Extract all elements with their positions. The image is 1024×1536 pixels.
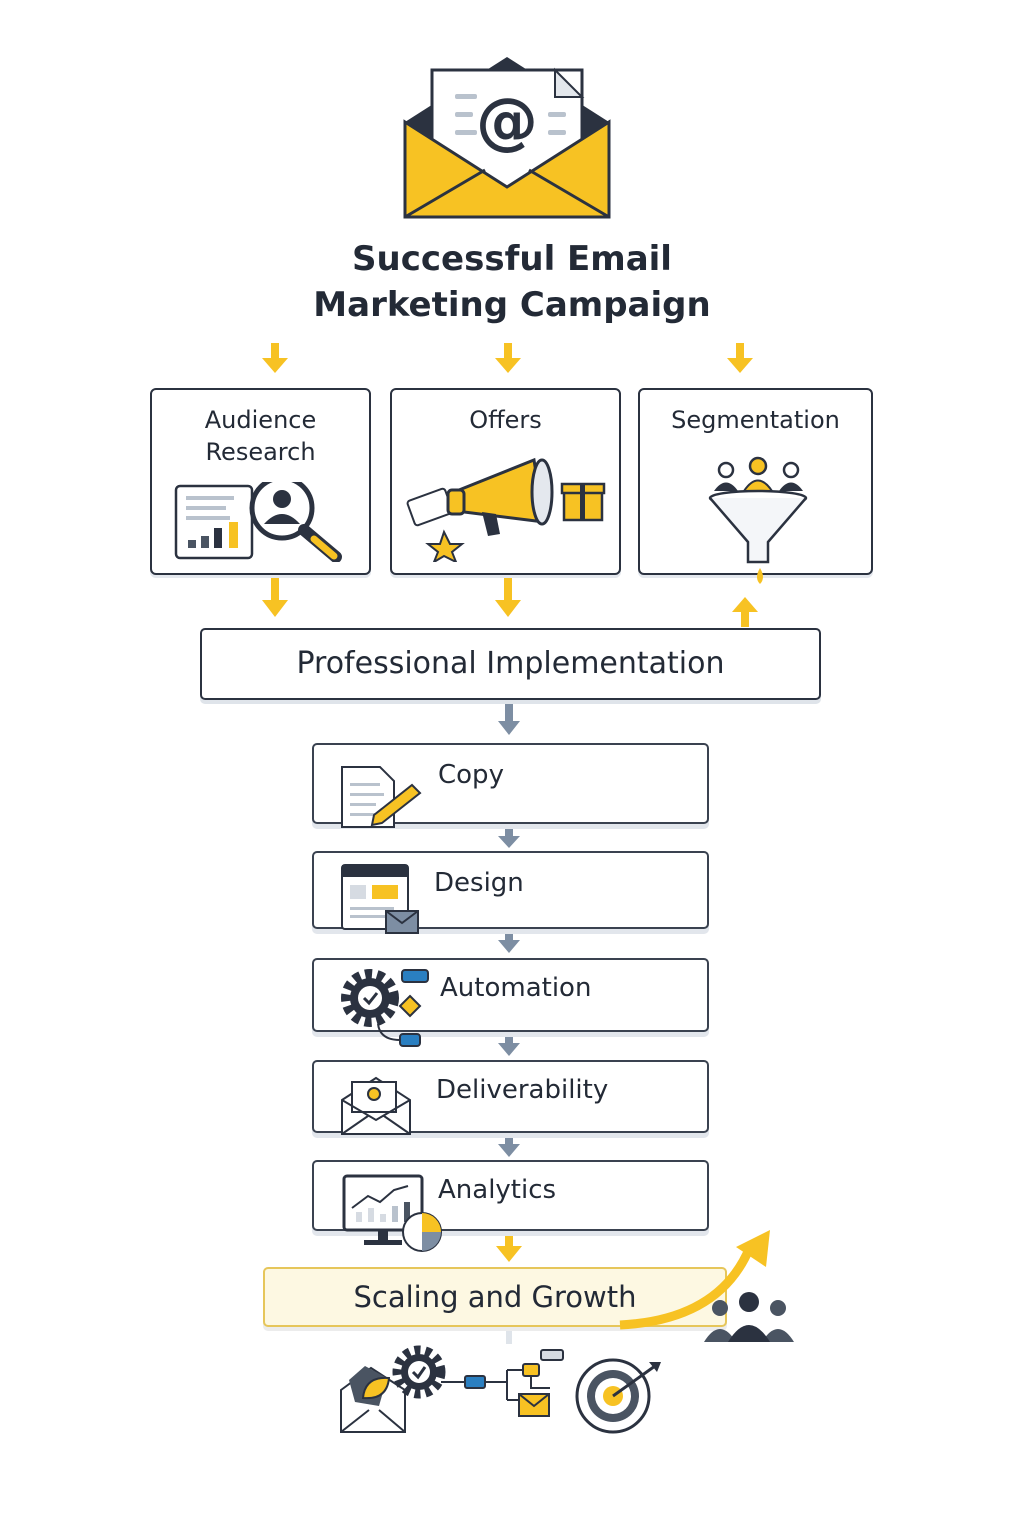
gear-workflow-icon [341, 969, 429, 1047]
scaling-and-growth-box: Scaling and Growth [263, 1267, 727, 1327]
workflow-icon [441, 1349, 564, 1417]
layout-envelope-icon [341, 864, 419, 934]
pillar-label: Segmentation [671, 406, 840, 434]
professional-implementation-box: Professional Implementation [200, 628, 821, 700]
pillar-label: Offers [469, 406, 542, 434]
arrow-down-icon [262, 343, 758, 1262]
step-automation: Automation [312, 958, 709, 1047]
email-envelope-icon: @ [403, 57, 611, 219]
step-copy: Copy [312, 743, 709, 828]
audience-research-icon [174, 482, 342, 562]
step-design: Design [312, 851, 709, 934]
pillar-audience-research: Audience Research [150, 388, 371, 575]
pillar-offers: Offers [390, 388, 621, 575]
step-analytics: Analytics [312, 1160, 709, 1252]
megaphone-gift-icon [406, 457, 606, 562]
target-icon [575, 1358, 661, 1434]
document-pencil-icon [341, 766, 422, 828]
page-title: Successful Email Marketing Campaign [0, 236, 1024, 328]
title-line-2: Marketing Campaign [313, 285, 711, 325]
step-label: Deliverability [436, 1075, 609, 1105]
bottom-icons [340, 1345, 661, 1434]
title-line-1: Successful Email [352, 239, 672, 279]
gear-check-icon [392, 1345, 446, 1399]
gray-arrow-icon [498, 703, 520, 1157]
envelope-leaf-icon [340, 1366, 406, 1433]
monitor-chart-icon [342, 1174, 442, 1252]
svg-text:@: @ [476, 84, 538, 157]
team-people-icon [704, 1292, 794, 1342]
step-deliverability: Deliverability [312, 1060, 709, 1135]
pillar-label: Audience Research [204, 406, 317, 466]
envelope-icon [341, 1076, 411, 1135]
step-label: Copy [438, 760, 504, 790]
step-label: Analytics [438, 1175, 557, 1205]
scaling-label: Scaling and Growth [353, 1280, 637, 1314]
pillar-segmentation: Segmentation [638, 388, 873, 584]
growth-arrow-icon [619, 1230, 770, 1330]
step-label: Design [434, 868, 524, 898]
funnel-people-icon [708, 456, 808, 584]
step-label: Automation [440, 973, 592, 1003]
